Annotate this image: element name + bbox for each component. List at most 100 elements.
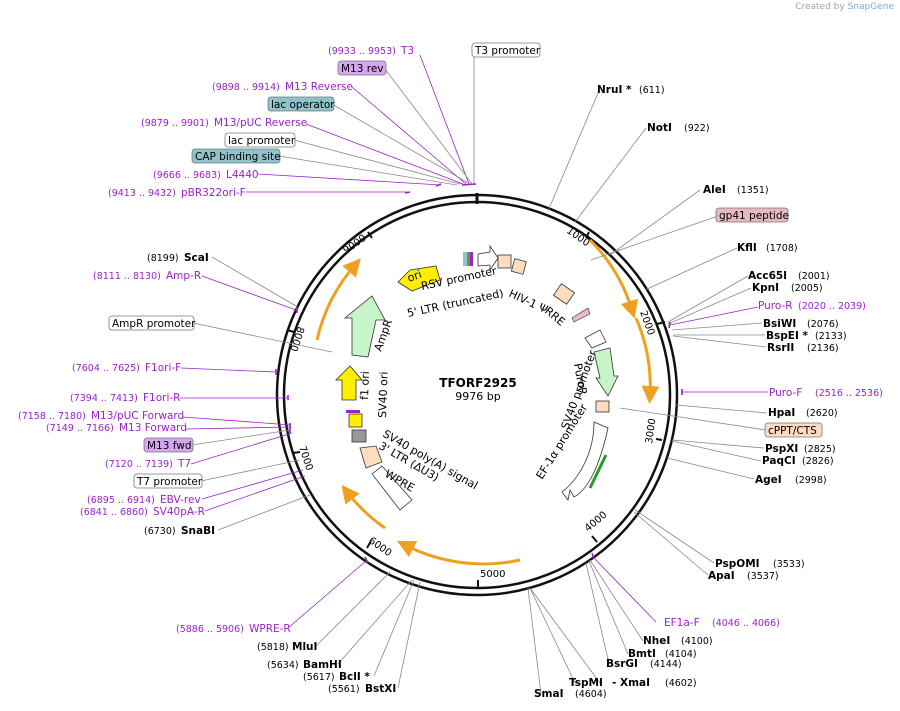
enzyme-agei-pos: (2998) — [795, 475, 827, 486]
enzyme-scai-pos: (8199) — [147, 253, 179, 264]
feature-t3-promoter: T3 promoter — [474, 45, 541, 57]
primer-t3-pos: (9933 .. 9953) — [328, 46, 396, 57]
enzyme-tspmi: TspMI — [569, 677, 603, 689]
right-enzyme-labels: NruI * (611) NotI (922) AleI (1351) KflI… — [534, 84, 847, 700]
primer-m13fwd-pos: (7149 .. 7166) — [46, 423, 114, 434]
primer-marks — [275, 183, 683, 564]
enzyme-acc65i-pos: (2001) — [798, 271, 830, 282]
enzyme-scai: ScaI — [184, 252, 209, 264]
enzyme-bmti-pos: (4104) — [665, 649, 697, 660]
feature-cppt: cPPT/CTS — [768, 425, 817, 437]
rsv-promoter-arrow — [477, 244, 499, 272]
enzyme-bsrgi-pos: (4144) — [650, 659, 682, 670]
leader-lines — [180, 54, 768, 695]
enzyme-paqci: PaqCI — [762, 455, 796, 467]
enzyme-bsiwi: BsiWI — [763, 318, 796, 330]
primer-puror: Puro-R — [758, 300, 793, 312]
enzyme-pspxi-pos: (2825) — [804, 444, 836, 455]
enzyme-rsrii-pos: (2136) — [807, 343, 839, 354]
tick-5000: 5000 — [480, 569, 505, 580]
box-t3-promoter — [471, 42, 541, 58]
enzyme-pspomi: PspOMI — [715, 558, 760, 570]
primer-m13rev: M13 Reverse — [285, 81, 353, 93]
primer-sv40pa: SV40pA-R — [153, 506, 205, 518]
primer-f1ori-r-pos: (7394 .. 7413) — [70, 393, 138, 404]
m13rev-mini — [470, 252, 473, 266]
box-t7-promoter — [133, 473, 203, 489]
primer-m13puc-rev-pos: (9879 .. 9901) — [141, 118, 209, 129]
enzyme-bamhi: BamHI — [303, 659, 342, 671]
primer-ef1a-pos: (4046 .. 4066) — [712, 618, 780, 629]
primer-labels: (9933 .. 9953) T3 (9898 .. 9914) M13 Rev… — [18, 45, 883, 635]
primer-ef1a: EF1a-F — [664, 617, 700, 629]
tick-2000: 2000 — [637, 309, 656, 337]
psi-box — [510, 258, 527, 275]
primer-ampr-pos: (8111 .. 8130) — [93, 271, 161, 282]
lac-op-mini — [467, 252, 470, 266]
box-cppt — [764, 422, 823, 438]
snapgene-brand: SnapGene — [847, 2, 894, 12]
primer-m13puc-fwd-pos: (7158 .. 7180) — [18, 411, 86, 422]
enzyme-bcli-pos: (5617) — [303, 672, 335, 683]
enzyme-bspei: BspEI * — [766, 330, 809, 342]
primer-f1ori-r: F1ori-R — [143, 392, 180, 404]
primer-puror-pos: (2020 .. 2039) — [798, 301, 866, 312]
sv40-polya-box — [351, 429, 367, 443]
enzyme-nhei: NheI — [643, 635, 670, 647]
wpre-arrow — [371, 465, 413, 511]
enzyme-kfli-pos: (1708) — [766, 243, 798, 254]
feature-t7-promoter: T7 promoter — [136, 476, 203, 488]
label-ori: ori — [406, 268, 424, 285]
enzyme-bmti: BmtI — [628, 648, 656, 660]
label-5ltr: 5' LTR (truncated) — [406, 287, 505, 320]
primer-m13rev-pos: (9898 .. 9914) — [212, 82, 280, 93]
label-f1-ori: f1 ori — [358, 371, 372, 400]
enzyme-kpni-pos: (2005) — [791, 283, 823, 294]
label-sv40-ori: SV40 ori — [376, 371, 391, 418]
primer-t3: T3 — [400, 45, 414, 57]
orf-arcs — [315, 238, 660, 566]
enzyme-snabi: SnaBI — [181, 525, 215, 537]
snapgene-credit: Created by SnapGene — [795, 2, 894, 12]
enzyme-rsrii: RsrII — [767, 342, 794, 354]
enzyme-noti: NotI — [647, 122, 672, 134]
feature-gp41: gp41 peptide — [719, 210, 789, 222]
inner-features — [335, 244, 619, 511]
primer-pbr322-pos: (9413 .. 9432) — [108, 188, 176, 199]
tick-4000: 4000 — [583, 510, 610, 535]
enzyme-alei-pos: (1351) — [737, 185, 769, 196]
ef1a-green-segment — [588, 454, 608, 489]
orf-arc-2 — [634, 317, 660, 404]
credit-prefix: Created by — [795, 2, 845, 12]
enzyme-acc65i: Acc65I — [748, 270, 787, 282]
enzyme-mlui: MluI — [292, 641, 317, 653]
enzyme-hpai: HpaI — [768, 407, 795, 419]
feature-cap-site: CAP binding site — [195, 151, 281, 163]
box-gp41 — [715, 207, 789, 223]
primer-purof: Puro-F — [769, 387, 802, 399]
enzyme-bamhi-pos: (5634) — [267, 660, 299, 671]
ori-arrow — [397, 265, 441, 292]
enzyme-pspomi-pos: (3533) — [773, 559, 805, 570]
enzyme-bsiwi-pos: (2076) — [807, 319, 839, 330]
enzyme-apai-pos: (3537) — [747, 571, 779, 582]
orf-arc-3 — [396, 540, 521, 566]
feature-m13-fwd: M13 fwd — [147, 440, 192, 452]
sv40-ori-box — [348, 413, 363, 428]
puror-small-arrow — [584, 329, 607, 349]
enzyme-bcli: BclI * — [339, 671, 370, 683]
enzyme-xmai: - XmaI — [612, 677, 650, 689]
boxed-feature-labels: T3 promoter M13 rev lac operator lac pro… — [108, 42, 823, 489]
primer-m13fwd: M13 Forward — [119, 422, 187, 434]
tick-8000: 8000 — [287, 325, 305, 353]
feature-m13-rev: M13 rev — [341, 63, 384, 75]
enzyme-apai: ApaI — [708, 570, 735, 582]
feature-ampr-promoter: AmpR promoter — [112, 318, 196, 330]
primer-wpre-pos: (5886 .. 5906) — [176, 624, 244, 635]
box-m13-fwd — [143, 437, 194, 453]
cap-site-mini — [463, 252, 467, 266]
enzyme-pspxi: PspXI — [765, 443, 798, 455]
orf-arc-4 — [341, 484, 386, 530]
primer-ampr: Amp-R — [166, 270, 201, 282]
box-lac-promoter — [224, 132, 296, 148]
